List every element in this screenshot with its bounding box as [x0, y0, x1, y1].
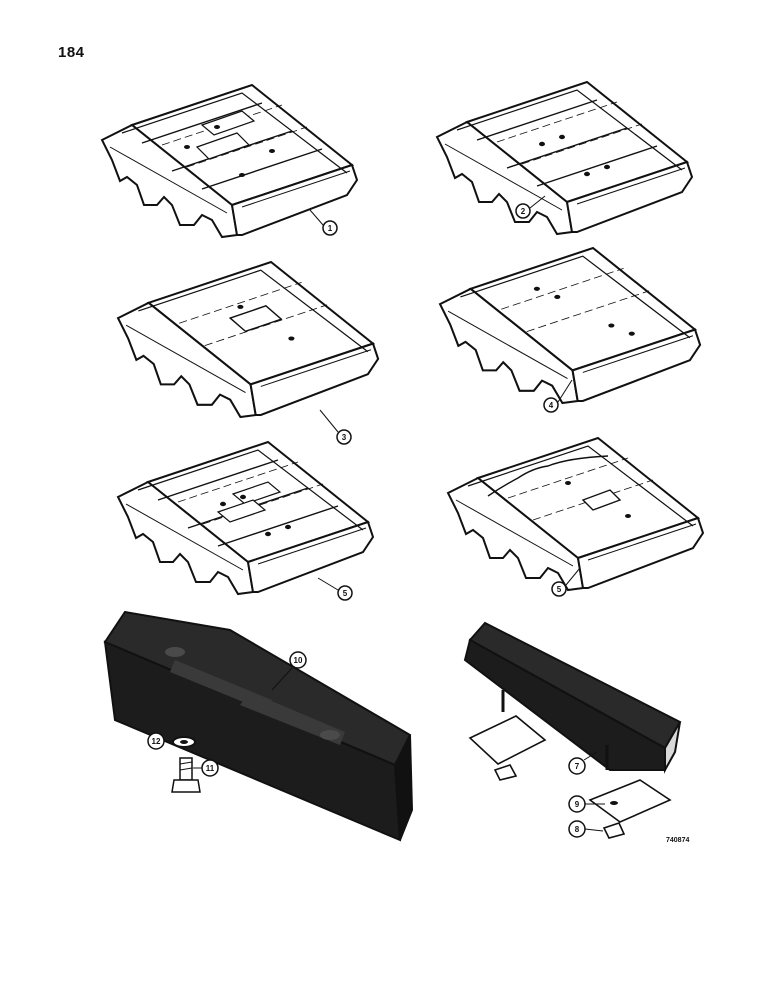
callout-6: 5: [551, 567, 581, 597]
svg-text:4: 4: [549, 401, 554, 410]
svg-text:7: 7: [575, 762, 580, 771]
track-shoe-4: [438, 246, 702, 405]
callout-3: 3: [319, 409, 352, 445]
bolt: [171, 757, 201, 793]
callout-12: 12: [147, 732, 173, 750]
callout-4: 4: [543, 379, 573, 413]
rubber-track-pad: [463, 621, 682, 839]
track-shoe-2: [436, 81, 693, 235]
svg-text:3: 3: [342, 433, 347, 442]
track-shoe-3: [116, 260, 380, 419]
callout-2: 2: [515, 195, 546, 219]
rubber-pad-block: [103, 610, 414, 842]
svg-text:11: 11: [206, 764, 215, 773]
svg-text:2: 2: [521, 207, 526, 216]
svg-text:5: 5: [557, 585, 562, 594]
callout-9: 9: [568, 795, 605, 813]
svg-text:10: 10: [294, 656, 303, 665]
svg-text:8: 8: [575, 825, 580, 834]
svg-text:9: 9: [575, 800, 580, 809]
callout-10: 10: [271, 651, 307, 691]
svg-text:5: 5: [343, 589, 348, 598]
callout-5: 5: [317, 577, 353, 601]
callout-8: 8: [568, 820, 604, 838]
washer: [172, 736, 196, 748]
svg-text:12: 12: [152, 737, 161, 746]
callout-1: 1: [309, 209, 338, 236]
track-shoe-5: [117, 441, 374, 595]
svg-text:1: 1: [328, 224, 333, 233]
drawing-code: 740874: [666, 837, 690, 844]
page-number: 184: [58, 44, 85, 61]
callout-11: 11: [193, 759, 219, 777]
track-shoe-6: [447, 437, 704, 591]
callout-7: 7: [568, 751, 598, 775]
track-shoe-1: [101, 84, 358, 238]
